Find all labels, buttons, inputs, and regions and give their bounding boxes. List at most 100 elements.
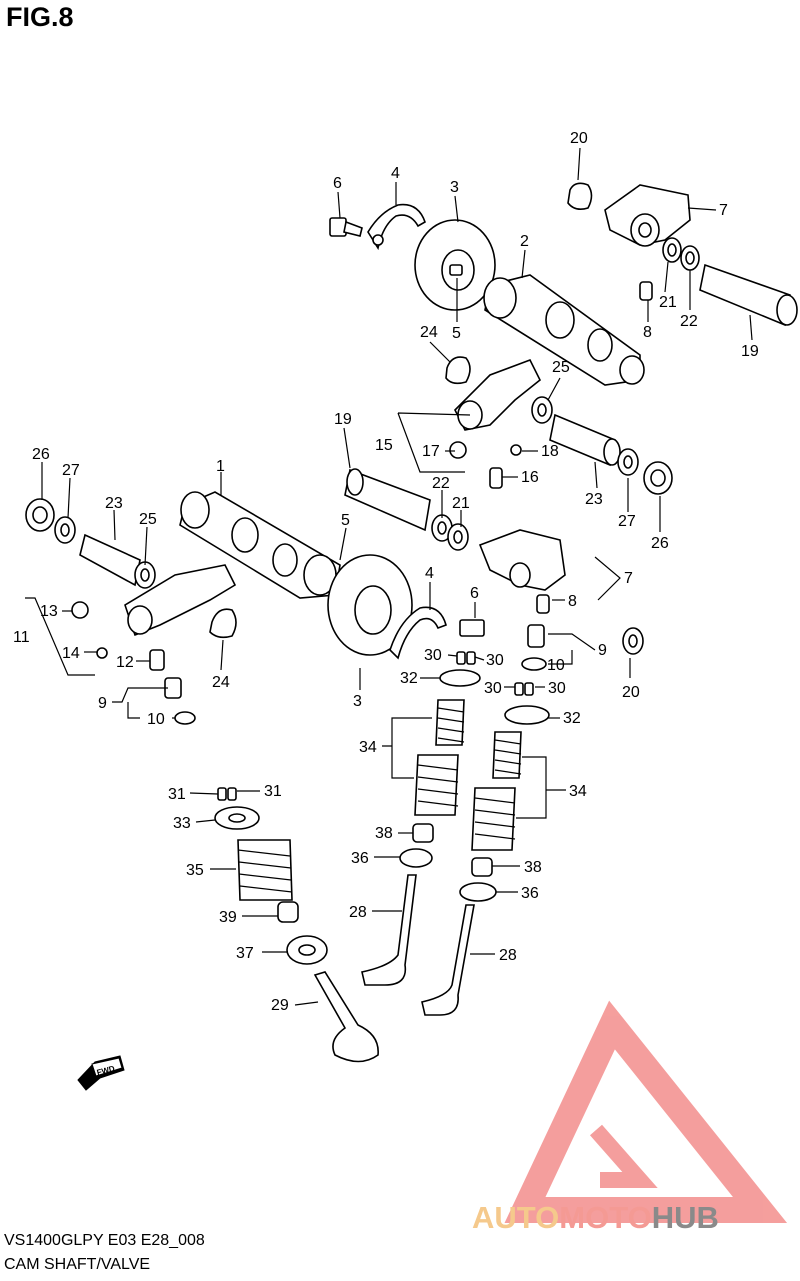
- callout-21-middle: 21: [452, 495, 470, 512]
- callout-15: 15: [375, 437, 393, 454]
- callout-36-left: 36: [351, 850, 369, 867]
- callout-24-lower: 24: [212, 674, 230, 691]
- callout-5-top: 5: [452, 325, 461, 342]
- model-code: VS1400GLPY E03 E28_008: [4, 1232, 205, 1249]
- figure-title: FIG.8: [6, 2, 74, 32]
- rocker-adjuster-middle: [449, 441, 522, 489]
- shim-middle: [445, 356, 471, 385]
- retainer-32-left: [439, 669, 481, 687]
- adjuster-9-left: [164, 677, 196, 725]
- spring-seats-36: [399, 848, 497, 902]
- shim-24-lower: [209, 608, 237, 639]
- callout-26-left: 26: [32, 446, 50, 463]
- callout-30-b: 30: [486, 652, 504, 669]
- callout-14: 14: [62, 645, 80, 662]
- valve-29: [313, 971, 379, 1063]
- adjusters-right: [521, 594, 644, 671]
- plug-26-left: [25, 498, 55, 532]
- seal-39: [277, 901, 299, 923]
- cotters-30-upper: [456, 651, 476, 665]
- callout-28-right: 28: [499, 947, 517, 964]
- sprocket-upper: [414, 219, 496, 311]
- callout-9-left: 9: [98, 695, 107, 712]
- callout-34-left: 34: [359, 739, 377, 756]
- callout-22-top: 22: [680, 313, 698, 330]
- rocker-shaft-middle-right: [549, 413, 621, 467]
- valves-28: [361, 874, 475, 1016]
- callout-31-right: 31: [264, 783, 282, 800]
- callout-2: 2: [520, 233, 529, 250]
- fwd-direction-badge: FWD: [77, 1055, 125, 1091]
- callout-30-c: 30: [484, 680, 502, 697]
- callout-22-middle: 22: [432, 475, 450, 492]
- camshaft-upper: [483, 274, 645, 386]
- rocker-arm-lower-right: [478, 529, 566, 591]
- callout-9-right: 9: [598, 642, 607, 659]
- callout-10-left: 10: [147, 711, 165, 728]
- callout-36-right: 36: [521, 885, 539, 902]
- callout-38-left: 38: [375, 825, 393, 842]
- part-drawings: [25, 182, 798, 1063]
- callout-6-lower: 6: [470, 585, 479, 602]
- callout-16: 16: [521, 469, 539, 486]
- callout-18: 18: [541, 443, 559, 460]
- springs-34-right: [471, 731, 522, 851]
- callout-10-right: 10: [547, 657, 565, 674]
- callout-17: 17: [422, 443, 440, 460]
- callout-34-right: 34: [569, 783, 587, 800]
- callout-4-top: 4: [391, 165, 400, 182]
- callout-11: 11: [13, 629, 30, 646]
- valve-seals-38: [412, 823, 493, 877]
- washer-27-left: [54, 516, 76, 544]
- cam-chain-guide-lower: [389, 606, 447, 660]
- callout-30-d: 30: [548, 680, 566, 697]
- callout-19-top: 19: [741, 343, 759, 360]
- callout-35: 35: [186, 862, 204, 879]
- callout-7-lower: 7: [624, 570, 633, 587]
- washer-25-upper: [531, 396, 553, 424]
- shim-upper: [567, 182, 593, 210]
- rocker-shaft-upper: [699, 263, 798, 327]
- callout-26-right: 26: [651, 535, 669, 552]
- sprocket-lower: [327, 554, 413, 656]
- callout-39: 39: [219, 909, 237, 926]
- callout-29: 29: [271, 997, 289, 1014]
- callout-1: 1: [216, 458, 225, 475]
- bolt-upper: [329, 217, 363, 237]
- callout-13: 13: [40, 603, 58, 620]
- callout-33: 33: [173, 815, 191, 832]
- washers-upper-right: [662, 237, 700, 271]
- seat-37: [286, 935, 328, 965]
- callout-21-top: 21: [659, 294, 677, 311]
- callout-19-middle: 19: [334, 411, 352, 428]
- callout-20-top: 20: [570, 130, 588, 147]
- callout-8-lower: 8: [568, 593, 577, 610]
- washers-22-21-middle: [431, 514, 469, 551]
- callout-30-a: 30: [424, 647, 442, 664]
- callout-3-top: 3: [450, 179, 459, 196]
- callout-5-lower: 5: [341, 512, 350, 529]
- callout-24-top: 24: [420, 324, 438, 341]
- callout-38-right: 38: [524, 859, 542, 876]
- leader-lines: [25, 147, 753, 1006]
- cam-chain-guide-upper: [367, 203, 426, 251]
- callout-32-right: 32: [563, 710, 581, 727]
- cotters-31: [217, 787, 237, 801]
- washer-25-left: [134, 561, 156, 589]
- callout-20-lower: 20: [622, 684, 640, 701]
- bolt-lower: [459, 619, 485, 637]
- cotters-30-lower: [514, 682, 534, 696]
- callout-27-right: 27: [618, 513, 636, 530]
- spring-35: [237, 839, 293, 901]
- callout-31-left: 31: [168, 786, 186, 803]
- callout-3-lower: 3: [353, 693, 362, 710]
- callout-23-left: 23: [105, 495, 123, 512]
- rocker-shaft-23-left: [79, 533, 141, 587]
- callout-8-top: 8: [643, 324, 652, 341]
- callout-labels: 20 7 6 4 3 2 21 22 8 19 5 24 25 19 15 17…: [13, 130, 759, 1014]
- callout-28-left: 28: [349, 904, 367, 921]
- callout-23-right: 23: [585, 491, 603, 508]
- retainer-32-right: [504, 705, 550, 725]
- callout-4-lower: 4: [425, 565, 434, 582]
